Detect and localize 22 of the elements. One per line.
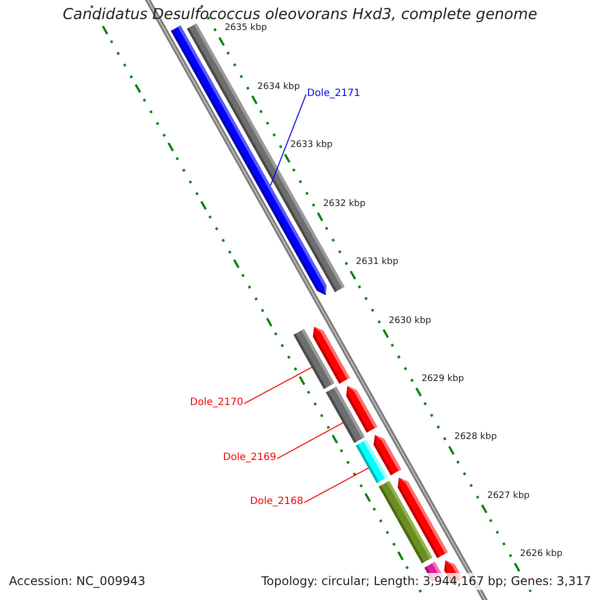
scale-label: 2634 kbp — [257, 82, 300, 93]
gene-feature — [378, 480, 432, 564]
leader-line — [304, 468, 369, 504]
gene-label: Dole_2169 — [223, 452, 276, 463]
leader-line — [244, 366, 312, 404]
scale-label: 2630 kbp — [388, 316, 432, 326]
scale-label: 2628 kbp — [454, 433, 497, 444]
gene-feature — [326, 386, 365, 443]
scale-label: 2627 kbp — [487, 492, 530, 502]
leader-line — [276, 422, 344, 460]
scale-label: 2626 kbp — [520, 550, 562, 560]
scale-label: 2633 kbp — [290, 141, 333, 152]
gene-label: Dole_2168 — [250, 496, 304, 507]
gene-label: Dole_2171 — [307, 88, 360, 99]
gene-feature — [356, 440, 388, 484]
scale-label: 2629 kbp — [422, 375, 464, 385]
scale-label: 2631 kbp — [356, 258, 398, 268]
gene-feature — [294, 329, 334, 389]
scale-label: 2632 kbp — [323, 200, 366, 210]
gene-label: Dole_2170 — [190, 397, 244, 408]
leader-line — [270, 94, 306, 186]
scale-label: 2635 kbp — [224, 24, 267, 34]
